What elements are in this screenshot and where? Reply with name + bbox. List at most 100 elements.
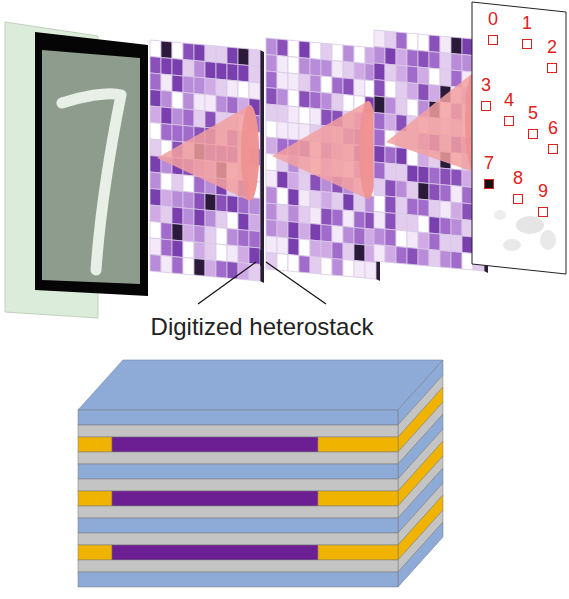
phase-pixel	[374, 30, 385, 48]
stack-layer	[78, 522, 443, 587]
light-cone	[157, 105, 259, 201]
phase-pixel	[310, 75, 321, 93]
light-cone	[241, 105, 259, 201]
speckle	[494, 210, 506, 220]
phase-pixel	[216, 261, 227, 279]
phase-pixel	[429, 167, 440, 185]
layer-front	[112, 437, 318, 452]
phase-pixel	[332, 44, 343, 62]
phase-pixel	[288, 106, 299, 124]
phase-pixel	[227, 229, 238, 247]
phase-pixel	[150, 205, 161, 223]
phase-pixel	[374, 96, 385, 114]
phase-pixel	[161, 107, 172, 125]
phase-pixel	[418, 249, 429, 267]
light-cone	[272, 101, 377, 199]
phase-pixel	[385, 147, 396, 165]
phase-pixel	[216, 63, 227, 81]
phase-pixel	[277, 254, 288, 272]
phase-pixel	[150, 123, 161, 141]
phase-pixel	[161, 124, 172, 142]
phase-pixel	[462, 220, 473, 238]
phase-pixel	[194, 193, 205, 211]
phase-pixel	[227, 47, 238, 65]
bracket-line	[266, 262, 326, 304]
phase-pixel	[288, 57, 299, 75]
phase-pixel	[374, 162, 385, 180]
phase-pixel	[205, 194, 216, 212]
phase-pixel	[385, 246, 396, 264]
phase-pixel	[299, 190, 310, 208]
stack-layer	[78, 375, 443, 437]
phase-pixel	[299, 223, 310, 241]
phase-pixel	[440, 251, 451, 269]
phase-pixel	[429, 68, 440, 86]
phase-pixel	[310, 191, 321, 209]
phase-pixel	[249, 231, 260, 249]
layer-caption: Digitized heterostack	[151, 315, 374, 339]
phase-pixel	[288, 123, 299, 141]
phase-pixel	[205, 260, 216, 278]
phase-pixel	[440, 168, 451, 186]
phase-pixel	[462, 55, 473, 73]
phase-pixel	[310, 257, 321, 275]
phase-pixel	[407, 165, 418, 183]
phase-pixel	[354, 195, 365, 213]
phase-pixel	[418, 232, 429, 250]
phase-pixel	[429, 200, 440, 218]
stack-layer	[78, 483, 443, 545]
stack-top	[78, 360, 443, 410]
phase-pixel	[150, 139, 161, 157]
light-cone	[386, 72, 483, 172]
phase-pixel	[451, 202, 462, 220]
phase-pixel	[227, 64, 238, 82]
phase-pixel	[440, 36, 451, 54]
phase-pixel	[343, 62, 354, 80]
phase-pixel	[418, 34, 429, 52]
phase-pixel	[216, 195, 227, 213]
phase-pixel	[299, 107, 310, 125]
layer-front	[318, 491, 398, 506]
phase-pixel	[374, 245, 385, 263]
phase-pixel	[343, 243, 354, 261]
phase-pixel	[354, 211, 365, 229]
phase-pixel	[288, 73, 299, 91]
phase-pixel	[407, 215, 418, 233]
phase-pixel	[321, 208, 332, 226]
detector-square	[529, 130, 538, 139]
phase-pixel	[374, 228, 385, 246]
phase-pixel	[172, 240, 183, 258]
phase-pixel	[407, 198, 418, 216]
phase-pixel	[277, 56, 288, 74]
phase-pixel	[321, 43, 332, 61]
layer-front	[78, 506, 398, 518]
phase-pixel	[462, 187, 473, 205]
phase-pixel	[205, 95, 216, 113]
phase-pixel	[194, 61, 205, 79]
phase-pixel	[249, 49, 260, 67]
phase-pixel	[321, 76, 332, 94]
class-digit: 8	[513, 169, 523, 187]
phase-pixel	[238, 65, 249, 83]
phase-pixel	[183, 241, 194, 259]
phase-pixel	[407, 248, 418, 266]
phase-pixel	[205, 62, 216, 80]
class-digit: 0	[488, 10, 498, 28]
phase-pixel	[150, 57, 161, 75]
phase-pixel	[161, 91, 172, 109]
phase-pixel	[150, 189, 161, 207]
phase-pixel	[216, 244, 227, 262]
phase-pixel	[277, 188, 288, 206]
phase-pixel	[440, 218, 451, 236]
phase-pixel	[332, 77, 343, 95]
phase-pixel	[161, 190, 172, 208]
phase-pixel	[161, 206, 172, 224]
phase-pixel	[385, 163, 396, 181]
phase-pixel	[354, 46, 365, 64]
phase-pixel	[462, 170, 473, 188]
phase-pixel	[343, 78, 354, 96]
phase-pixel	[343, 45, 354, 63]
light-cone	[157, 105, 259, 201]
phase-pixel	[396, 247, 407, 265]
phase-pixel	[407, 83, 418, 101]
